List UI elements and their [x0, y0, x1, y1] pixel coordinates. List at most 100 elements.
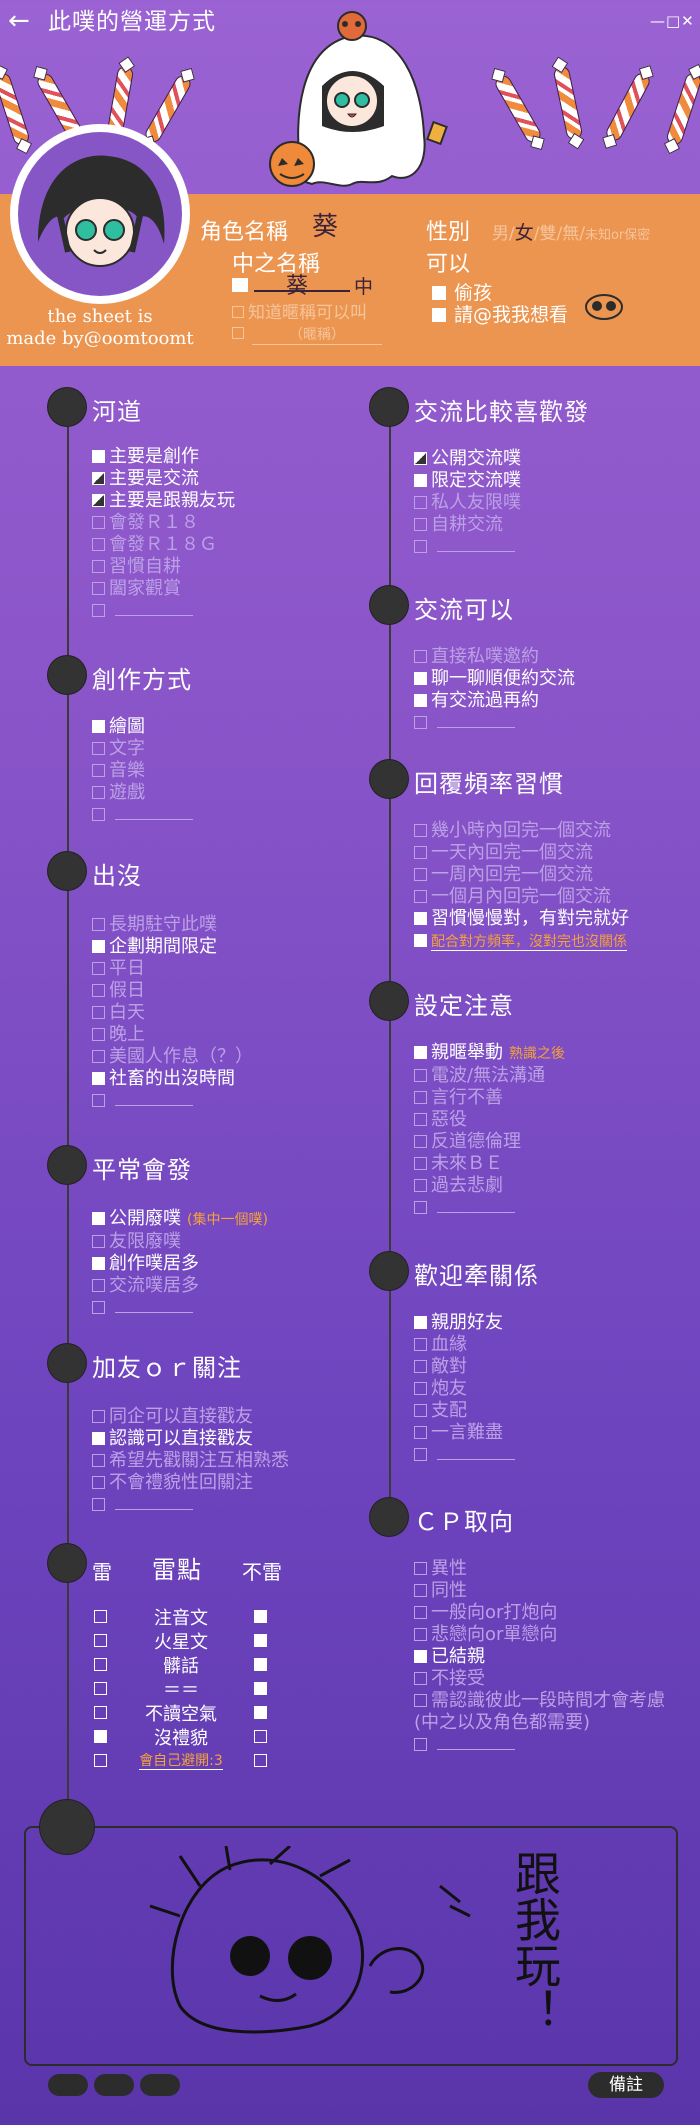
gender-male[interactable]: 男 — [492, 224, 509, 244]
option-item[interactable]: 親朋好友 — [414, 1312, 515, 1334]
option-item[interactable]: 幾小時內回完一個交流 — [414, 820, 629, 842]
blank-option[interactable] — [92, 804, 193, 826]
checkbox-empty[interactable] — [414, 716, 427, 729]
checkbox-checked[interactable] — [414, 474, 427, 487]
option-item[interactable]: 親暱舉動熟識之後 — [414, 1042, 565, 1065]
checkbox-empty[interactable] — [414, 1628, 427, 1641]
checkbox-empty[interactable] — [414, 518, 427, 531]
option-item[interactable]: 交流噗居多 — [92, 1275, 268, 1297]
checkbox-empty[interactable] — [414, 1562, 427, 1575]
option-item[interactable]: 白天 — [92, 1002, 253, 1024]
checkbox-half[interactable] — [92, 472, 105, 485]
option-item[interactable]: 同性 — [414, 1580, 665, 1602]
blank-option[interactable] — [92, 1297, 268, 1319]
nickname-blank-option[interactable]: （暱稱） — [232, 324, 382, 345]
option-item[interactable]: 直接私噗邀約 — [414, 646, 575, 668]
checkbox-empty[interactable] — [92, 1476, 105, 1489]
option-item[interactable]: 同企可以直接戳友 — [92, 1406, 289, 1428]
option-item[interactable]: 一天內回完一個交流 — [414, 842, 629, 864]
checkbox-checked[interactable] — [414, 1046, 427, 1059]
option-item[interactable]: 長期駐守此噗 — [92, 914, 253, 936]
checkbox-empty[interactable] — [92, 962, 105, 975]
landmine-yes-checkbox[interactable] — [94, 1730, 107, 1743]
checkbox-empty[interactable] — [92, 582, 105, 595]
checkbox-empty[interactable] — [92, 560, 105, 573]
checkbox-checked[interactable] — [92, 940, 105, 953]
note-button[interactable]: 備註 — [588, 2072, 664, 2098]
landmine-no-checkbox[interactable] — [254, 1634, 267, 1647]
option-item[interactable]: 美國人作息（？） — [92, 1046, 253, 1068]
checkbox-empty[interactable] — [92, 786, 105, 799]
option-item[interactable]: 晚上 — [92, 1024, 253, 1046]
gender-female[interactable]: 女 — [514, 222, 534, 244]
checkbox-empty[interactable] — [92, 984, 105, 997]
landmine-yes-checkbox[interactable] — [94, 1610, 107, 1623]
option-item[interactable]: 反道德倫理 — [414, 1131, 565, 1153]
checkbox-checked[interactable] — [414, 694, 427, 707]
checkbox-empty[interactable] — [414, 1672, 427, 1685]
option-item[interactable]: 言行不善 — [414, 1087, 565, 1109]
checkbox-empty[interactable] — [92, 1235, 105, 1248]
landmine-no-checkbox[interactable] — [254, 1682, 267, 1695]
checkbox-checked[interactable] — [414, 1316, 427, 1329]
option-item[interactable]: 配合對方頻率，沒對完也沒關係 — [414, 930, 629, 953]
option-item[interactable]: 私人友限噗 — [414, 492, 521, 514]
checkbox-empty[interactable] — [414, 868, 427, 881]
checkbox-empty[interactable] — [414, 1426, 427, 1439]
checkbox-empty[interactable] — [414, 1135, 427, 1148]
checkbox-empty[interactable] — [92, 1454, 105, 1467]
blank-option[interactable] — [92, 600, 235, 622]
checkbox-checked[interactable] — [92, 1257, 105, 1270]
checkbox-empty[interactable] — [92, 764, 105, 777]
landmine-no-checkbox[interactable] — [254, 1730, 267, 1743]
checkbox-checked[interactable] — [92, 1212, 105, 1225]
checkbox-empty[interactable] — [414, 1338, 427, 1351]
option-item[interactable]: 會發Ｒ１８ — [92, 512, 235, 534]
checkbox-empty[interactable] — [414, 1157, 427, 1170]
option-item[interactable]: 不會禮貌性回關注 — [92, 1472, 289, 1494]
option-item[interactable]: 音樂 — [92, 760, 193, 782]
checkbox-empty[interactable] — [414, 1360, 427, 1373]
blank-option[interactable] — [414, 1197, 565, 1219]
checkbox-empty[interactable] — [414, 540, 427, 553]
landmine-yes-checkbox[interactable] — [94, 1706, 107, 1719]
checkbox-empty[interactable] — [414, 1091, 427, 1104]
checkbox-checked[interactable] — [414, 934, 427, 947]
option-item[interactable]: 自耕交流 — [414, 514, 521, 536]
option-item[interactable]: 會發Ｒ１８Ｇ — [92, 534, 235, 556]
option-item[interactable]: 社畜的出沒時間 — [92, 1068, 253, 1090]
checkbox-checked[interactable] — [414, 1650, 427, 1663]
landmine-no-checkbox[interactable] — [254, 1610, 267, 1623]
checkbox-checked[interactable] — [92, 1432, 105, 1445]
option-item[interactable]: 敵對 — [414, 1356, 515, 1378]
checkbox-empty[interactable] — [92, 742, 105, 755]
checkbox-empty[interactable] — [414, 1584, 427, 1597]
blank-option[interactable] — [92, 1494, 289, 1516]
gender-both[interactable]: 雙 — [539, 224, 557, 244]
checkbox-empty[interactable] — [92, 1410, 105, 1423]
checkbox-empty[interactable] — [92, 538, 105, 551]
option-item[interactable]: 有交流過再約 — [414, 690, 575, 712]
option-item[interactable]: 習慣慢慢對，有對完就好 — [414, 908, 629, 930]
option-item[interactable]: 血緣 — [414, 1334, 515, 1356]
footer-pill[interactable] — [140, 2074, 180, 2096]
checkbox-empty[interactable] — [414, 890, 427, 903]
option-item[interactable]: 炮友 — [414, 1378, 515, 1400]
blank-option[interactable] — [414, 712, 575, 734]
allow-item-1[interactable]: 偷孩 — [432, 278, 492, 305]
option-item[interactable]: 不接受 — [414, 1668, 665, 1690]
checkbox-empty[interactable] — [92, 1498, 105, 1511]
checkbox-empty[interactable] — [414, 1404, 427, 1417]
option-item[interactable]: 聊一聊順便約交流 — [414, 668, 575, 690]
landmine-no-checkbox[interactable] — [254, 1754, 267, 1767]
checkbox-empty[interactable] — [92, 604, 105, 617]
checkbox-empty[interactable] — [414, 1201, 427, 1214]
checkbox-half[interactable] — [414, 452, 427, 465]
landmine-yes-checkbox[interactable] — [94, 1658, 107, 1671]
checkbox-empty[interactable] — [92, 1279, 105, 1292]
option-item[interactable]: 繪圖 — [92, 716, 193, 738]
option-item[interactable]: 公開交流噗 — [414, 448, 521, 470]
option-item[interactable]: 過去悲劇 — [414, 1175, 565, 1197]
checkbox-empty[interactable] — [414, 824, 427, 837]
checkbox-checked[interactable] — [92, 450, 105, 463]
